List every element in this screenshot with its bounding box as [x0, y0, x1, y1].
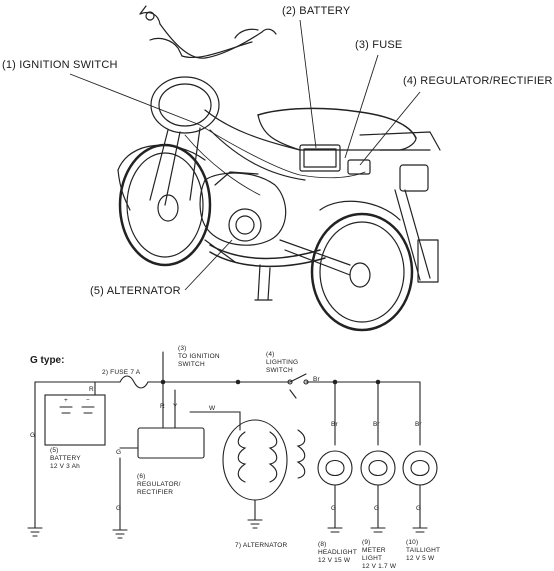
wire-code-g-meter: G: [374, 505, 380, 512]
battery-plus-sign: +: [64, 397, 68, 404]
battery-label-line2: BATTERY: [50, 455, 81, 462]
fuse-label: 2) FUSE 7 A: [102, 369, 141, 376]
meter-light-symbol: [360, 450, 396, 486]
battery-label: (5): [50, 447, 59, 454]
meter-light-label-line3: LIGHT: [362, 555, 383, 562]
battery-symbol: [44, 394, 106, 446]
callout-ignition-switch: (1) IGNITION SWITCH: [2, 59, 118, 71]
regulator-label: (6): [137, 473, 146, 480]
motorcycle-illustration: [69, 5, 441, 332]
callout-alternator: (5) ALTERNATOR: [90, 285, 181, 297]
callout-fuse: (3) FUSE: [355, 39, 403, 51]
alternator-symbol: [222, 419, 288, 501]
wire-code-g-taillight: G: [416, 505, 422, 512]
wire-code-g-left: G: [30, 432, 36, 439]
schematic-title: G type:: [30, 355, 65, 366]
headlight-label-line2: HEADLIGHT: [318, 549, 358, 556]
wire-code-br-headlight: Br: [331, 421, 338, 428]
wire-code-br-taillight: Br: [415, 421, 422, 428]
taillight-label-line2: TAILLIGHT: [406, 547, 441, 554]
headlight-label-line3: 12 V 15 W: [318, 557, 351, 564]
lighting-switch-label: (4): [266, 351, 275, 358]
wire-code-y-regulator: Y: [173, 403, 178, 410]
lighting-switch-label-line3: SWITCH: [266, 367, 293, 374]
meter-light-label-line4: 12 V 1.7 W: [362, 563, 397, 570]
meter-light-label: (9): [362, 539, 371, 546]
wire-code-g-regulator: G: [116, 449, 122, 456]
alternator-label: 7) ALTERNATOR: [235, 542, 288, 549]
wire-code-g-regulator-lower: G: [116, 505, 122, 512]
headlight-symbol: [317, 450, 353, 486]
fuse-symbol: [119, 375, 149, 389]
taillight-symbol: [402, 450, 438, 486]
headlight-label: (8): [318, 541, 327, 548]
regulator-label-line3: RECTIFIER: [137, 489, 174, 496]
meter-light-label-line2: METER: [362, 547, 386, 554]
ignition-ref-label-line3: SWITCH: [178, 361, 205, 368]
ignition-ref-label: (3): [178, 345, 187, 352]
wire-code-br-main: Br: [313, 376, 320, 383]
ignition-ref-label-line2: TO IGNITION: [178, 353, 220, 360]
wire-code-w-regulator: W: [209, 405, 216, 412]
regulator-label-line2: REGULATOR/: [137, 481, 181, 488]
lighting-switch-label-line2: LIGHTING: [266, 359, 299, 366]
wire-code-r-regulator: R: [160, 403, 165, 410]
callout-battery: (2) BATTERY: [282, 5, 351, 17]
wire-code-g-headlight: G: [331, 505, 337, 512]
wire-code-br-meter: Br: [373, 421, 380, 428]
wire-code-r-battery: R: [89, 386, 94, 393]
callout-regulator-rectifier: (4) REGULATOR/RECTIFIER: [403, 75, 553, 87]
taillight-label-line3: 12 V 5 W: [406, 555, 435, 562]
battery-label-line3: 12 V 3 Ah: [50, 463, 80, 470]
taillight-label: (10): [406, 539, 419, 546]
battery-minus-sign: −: [86, 397, 90, 404]
regulator-symbol: [137, 427, 205, 459]
